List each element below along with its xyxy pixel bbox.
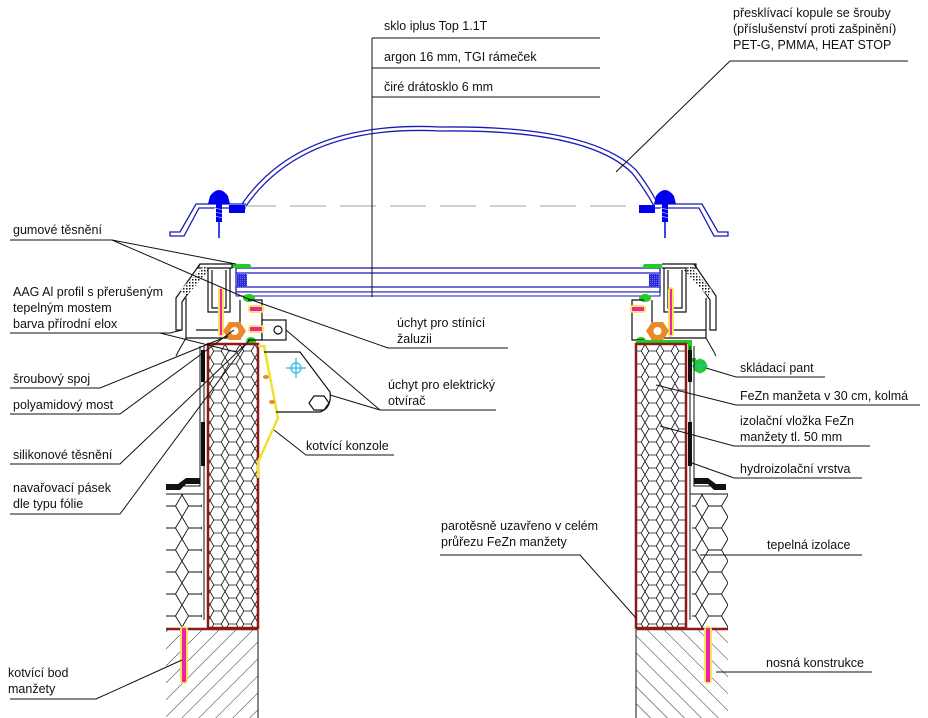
dome-washer-right (639, 205, 655, 213)
dome-washer-left (229, 205, 245, 213)
label-weld-strip-2: dle typu fólie (13, 497, 83, 511)
label-vapor-seal-2: průřezu FeZn manžety (441, 535, 567, 549)
label-silicone-seal: silikonové těsnění (13, 448, 113, 462)
bolt-left (248, 305, 264, 333)
curb-insulation-insert-right (636, 344, 686, 628)
label-anchor-point-2: manžety (8, 682, 56, 696)
label-anchor-point-1: kotvící bod (8, 666, 68, 680)
anchor-bracket (256, 344, 280, 478)
dome-flange-left (169, 203, 246, 237)
dome (169, 125, 729, 238)
label-dome-3: PET-G, PMMA, HEAT STOP (733, 38, 891, 52)
blind-holder-hole-left (273, 325, 283, 335)
label-opener-holder-1: úchyt pro elektrický (388, 378, 496, 392)
label-blind-holder-1: úchyt pro stínící (397, 316, 486, 330)
label-hinge: skládací pant (740, 361, 814, 375)
opener-holder-nut (308, 395, 330, 411)
load-bearing-structure-left (166, 630, 258, 718)
labels: sklo iplus Top 1.1T argon 16 mm, TGI rám… (8, 6, 908, 696)
label-profile-1: AAG Al profil s přerušeným (13, 285, 163, 299)
polyamide-nut-right (646, 322, 669, 340)
load-bearing-structure-right (636, 630, 728, 718)
dome-screw-left (208, 190, 245, 238)
waterproofing-right-1 (688, 350, 692, 382)
bolt-right (630, 305, 646, 313)
polyamide-nut-left (223, 322, 246, 340)
curb-right (634, 342, 728, 718)
label-waterproofing: hydroizolační vrstva (740, 462, 851, 476)
waterproofing-left-2 (201, 422, 205, 466)
label-weld-strip-1: navařovací pásek (13, 481, 112, 495)
label-dome-1: přesklívací kopule se šrouby (733, 6, 891, 20)
label-opener-holder-2: otvírač (388, 394, 426, 408)
label-profile-3: barva přírodní elox (13, 317, 118, 331)
tgi-spacer-right (649, 274, 659, 287)
thermal-insulation-right (692, 494, 728, 628)
dome-flange-right (654, 203, 729, 237)
label-insulation-insert-1: izolační vložka FeZn (740, 414, 854, 428)
label-blind-holder-2: žaluzii (397, 332, 432, 346)
label-anchor-bracket: kotvící konzole (306, 439, 389, 453)
profile-mesh-left (180, 266, 210, 296)
label-dome-2: (příslušenství proti zašpinění) (733, 22, 896, 36)
electric-opener-holder (264, 351, 331, 413)
label-load-bearing: nosná konstrukce (766, 656, 864, 670)
glazing-unit (235, 267, 661, 297)
curb-left (166, 342, 260, 718)
leader-lines (10, 37, 920, 700)
label-profile-2: tepelným mostem (13, 301, 112, 315)
label-glass-bottom: čiré drátosklo 6 mm (384, 80, 493, 94)
dome-inner-shell (245, 129, 655, 207)
thermal-insulation-left (166, 494, 202, 628)
weld-strip-right (694, 478, 726, 490)
label-thermal-insulation: tepelná izolace (767, 538, 850, 552)
profile-mesh-right (684, 266, 712, 296)
waterproofing-right-2 (688, 422, 692, 466)
anchor-screw-profile-left (218, 287, 224, 337)
label-glass-mid: argon 16 mm, TGI rámeček (384, 50, 537, 64)
weld-strip-left (166, 478, 200, 490)
dome-screw-right (639, 190, 676, 238)
tgi-spacer-left (237, 274, 247, 287)
dome-outer-shell (241, 125, 659, 205)
label-bolt-joint: šroubový spoj (13, 372, 90, 386)
label-rubber-seal: gumové těsnění (13, 223, 102, 237)
label-vapor-seal-1: parotěsně uzavřeno v celém (441, 519, 598, 533)
crosshair-icon (286, 358, 306, 378)
waterproofing-left-1 (201, 350, 205, 382)
anchor-screw-profile-right (668, 287, 674, 337)
label-fezn-curb: FeZn manžeta v 30 cm, kolmá (740, 389, 908, 403)
curb-insulation-insert-left (208, 344, 258, 628)
label-glass-top: sklo iplus Top 1.1T (384, 19, 488, 33)
label-polyamide-bridge: polyamidový most (13, 398, 114, 412)
label-insulation-insert-2: manžety tl. 50 mm (740, 430, 842, 444)
